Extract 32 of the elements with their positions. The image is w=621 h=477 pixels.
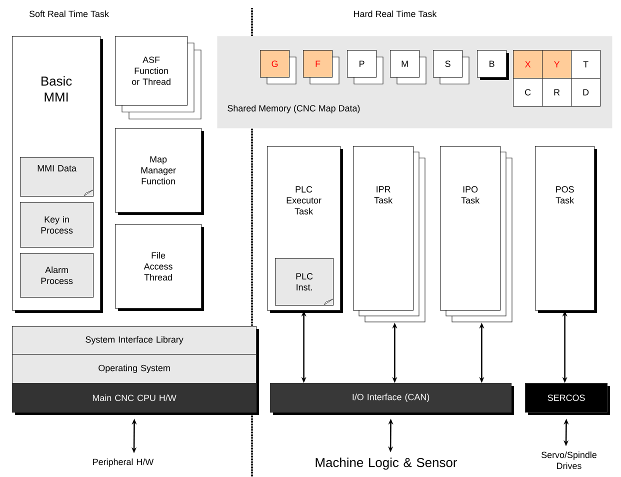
heading-text: Hard Real Time Task bbox=[354, 10, 437, 18]
process-box: Key in Process bbox=[20, 202, 94, 248]
memory-box: F bbox=[303, 50, 340, 84]
layer-bar: System Interface Library bbox=[12, 326, 257, 355]
task-box: POS Task bbox=[535, 146, 597, 313]
function-box: Map Manager Function bbox=[115, 128, 204, 215]
layer-bar: Operating System bbox=[12, 354, 257, 384]
data-note: PLC Inst. bbox=[275, 258, 334, 306]
memory-cell: C bbox=[513, 78, 543, 107]
thread-box: File Access Thread bbox=[115, 224, 204, 311]
memory-cell: D bbox=[571, 78, 601, 107]
layer-bar: Main CNC CPU H/W bbox=[12, 382, 257, 413]
heading-text: Soft Real Time Task bbox=[29, 10, 109, 18]
stacked-box: ASF Function or Thread bbox=[115, 36, 202, 120]
memory-box: S bbox=[433, 50, 470, 84]
stacked-task-box: IPO Task bbox=[440, 146, 512, 322]
memory-box: B bbox=[477, 50, 509, 80]
interface-bar: SERCOS bbox=[525, 382, 610, 415]
caption-text: Machine Logic & Sensor bbox=[316, 458, 458, 470]
memory-box: P bbox=[347, 50, 384, 84]
process-box: Alarm Process bbox=[20, 252, 94, 298]
data-note: MMI Data bbox=[20, 156, 94, 197]
interface-bar: I/O Interface (CAN) bbox=[270, 382, 514, 415]
memory-cell: Y bbox=[542, 50, 572, 79]
memory-cell: X bbox=[513, 50, 543, 79]
caption-text: Peripheral H/W bbox=[93, 458, 154, 467]
memory-cell: T bbox=[571, 50, 601, 79]
memory-box: G bbox=[260, 50, 296, 84]
memory-box: M bbox=[390, 50, 426, 84]
memory-cell: R bbox=[542, 78, 572, 107]
caption-text: Servo/Spindle Drives bbox=[542, 451, 597, 470]
stacked-task-box: IPR Task bbox=[353, 146, 426, 322]
